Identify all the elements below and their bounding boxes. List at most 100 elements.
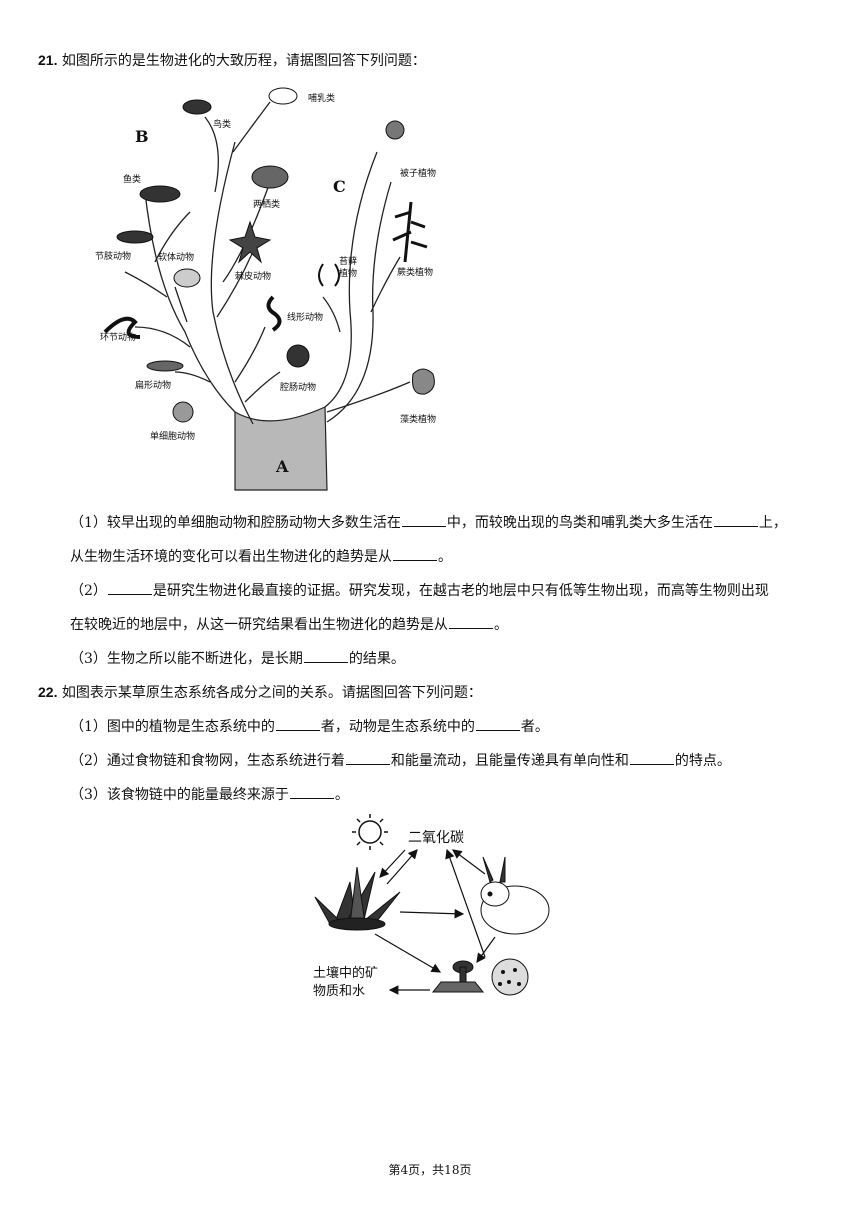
answer-blank[interactable] — [289, 784, 334, 799]
q22-part3-line: （3）该食物链中的能量最终来源于。 — [70, 784, 349, 805]
roundworm-icon — [266, 295, 282, 332]
frog-icon — [251, 165, 289, 189]
q21-p1-text-b: 中，而较晚出现的鸟类和哺乳类大多生活在 — [446, 515, 713, 531]
answer-blank[interactable] — [107, 580, 152, 595]
q22-p1-text-a: （1）图中的植物是生态系统中的 — [70, 719, 275, 735]
grass-icon — [314, 866, 401, 931]
q21-p1-text-d: 从生物生活环境的变化可以看出生物进化的趋势是从 — [70, 549, 392, 565]
label-angiosperm: 被子植物 — [400, 167, 436, 179]
branch-fish — [154, 211, 191, 263]
branch-flatworm — [174, 371, 211, 383]
branch-arthropod — [124, 271, 168, 298]
q22-stem-line: 22. 如图表示某草原生态系统各成分之间的关系。请据图回答下列问题： — [38, 682, 482, 703]
branch-nematode — [234, 326, 266, 383]
moss-icon — [318, 263, 340, 287]
q21-p2-text-b: 是研究生物进化最直接的证据。研究发现，在越古老的地层中只有低等生物出现，而高等生… — [152, 583, 769, 599]
label-co2: 二氧化碳 — [408, 830, 464, 846]
mushroom-icon — [431, 960, 485, 993]
branch-mollusk — [174, 286, 188, 323]
fern-icon — [392, 201, 428, 263]
q21-stem: 如图所示的是生物进化的大致历程，请据图回答下列问题： — [61, 53, 426, 69]
q21-part2-line1: （2） 是研究生物进化最直接的证据。研究发现，在越古老的地层中只有低等生物出现，而… — [70, 580, 769, 601]
label-mammal: 哺乳类 — [308, 92, 335, 104]
arrow-rabbit-to-decomposer — [476, 936, 496, 963]
shell-icon — [173, 268, 201, 288]
letter-a: A — [275, 457, 289, 476]
q22-part2-line: （2）通过食物链和食物网，生态系统进行着 和能量流动，且能量传递具有单向性和 的特点… — [70, 750, 731, 771]
answer-blank[interactable] — [401, 512, 446, 527]
answer-blank[interactable] — [393, 546, 437, 561]
animal-trunk-right — [210, 141, 254, 425]
q22-p2-text-a: （2）通过食物链和食物网，生态系统进行着 — [70, 753, 345, 769]
answer-blank[interactable] — [475, 716, 520, 731]
answer-blank[interactable] — [303, 648, 348, 663]
q21-part1-line2: 从生物生活环境的变化可以看出生物进化的趋势是从。 — [70, 546, 452, 567]
ecosystem-figure: 二氧化碳 土壤中的矿 物质和水 — [313, 814, 550, 999]
arrow-plant-to-co2 — [386, 849, 418, 885]
sun-icon — [352, 814, 388, 850]
branch-cnidarian — [244, 371, 281, 403]
q22-stem: 如图表示某草原生态系统各成分之间的关系。请据图回答下列问题： — [61, 685, 482, 701]
answer-blank[interactable] — [713, 512, 758, 527]
bacteria-icon — [491, 958, 529, 996]
earthworm-icon — [103, 316, 141, 339]
arrow-plant-to-rabbit — [399, 908, 465, 919]
flower-icon — [385, 120, 405, 140]
q21-part2-line2: 在较晚近的地层中，从这一研究结果看出生物进化的趋势是从。 — [70, 614, 508, 635]
answer-blank[interactable] — [449, 614, 493, 629]
arrow-decomposer-to-co2 — [445, 848, 486, 958]
rabbit-icon — [268, 87, 298, 105]
q21-p3-text-a: （3）生物之所以能不断进化，是长期 — [70, 651, 303, 667]
answer-blank[interactable] — [345, 750, 390, 765]
letter-b: B — [135, 127, 149, 146]
animal-trunk-left — [144, 191, 236, 413]
tree-base — [234, 406, 328, 491]
starfish-icon — [228, 220, 272, 264]
branch-algae — [326, 381, 411, 413]
branch-bird — [204, 116, 219, 193]
q21-stem-line: 21. 如图所示的是生物进化的大致历程，请据图回答下列问题： — [38, 50, 426, 71]
q21-part1-line1: （1）较早出现的单细胞动物和腔肠动物大多数生活在 中，而较晚出现的鸟类和哺乳类大多… — [70, 512, 787, 533]
q21-p3-text-b: 的结果。 — [348, 651, 405, 667]
label-bird: 鸟类 — [213, 118, 231, 130]
branch-annelid — [134, 326, 191, 348]
plant-trunk-right — [326, 181, 392, 423]
q22-part1-line: （1）图中的植物是生态系统中的者，动物是生态系统中的者。 — [70, 716, 549, 737]
q22-p1-text-c: 者。 — [520, 719, 549, 735]
q22-p2-text-c: 的特点。 — [674, 753, 731, 769]
label-mollusk: 软体动物 — [158, 251, 194, 263]
letter-c: C — [333, 177, 346, 196]
answer-blank[interactable] — [629, 750, 674, 765]
label-protozoa: 单细胞动物 — [150, 430, 195, 442]
page-footer: 第4页，共18页 — [388, 1163, 472, 1177]
bird-icon — [182, 99, 212, 115]
label-echinoderm: 棘皮动物 — [235, 270, 271, 282]
label-moss-1: 苔藓 — [339, 255, 357, 267]
label-fern: 蕨类植物 — [397, 266, 433, 278]
answer-blank[interactable] — [275, 716, 320, 731]
branch-mammal — [232, 101, 271, 153]
plant-trunk-left — [324, 151, 378, 408]
label-fish: 鱼类 — [123, 173, 141, 185]
algae-icon — [412, 368, 435, 395]
q22-p3-text-b: 。 — [334, 787, 349, 803]
q21-number: 21. — [38, 52, 58, 68]
label-soil-2: 物质和水 — [313, 984, 365, 999]
label-cnidarian: 腔肠动物 — [280, 381, 316, 393]
label-moss-2: 植物 — [339, 267, 357, 279]
q22-p2-text-b: 和能量流动，且能量传递具有单向性和 — [390, 753, 629, 769]
amoeba-icon — [172, 401, 194, 423]
label-soil-1: 土壤中的矿 — [313, 965, 378, 981]
hydra-icon — [286, 344, 310, 368]
q22-number: 22. — [38, 684, 58, 700]
label-arthropod: 节肢动物 — [95, 250, 131, 262]
label-annelid: 环节动物 — [100, 331, 136, 343]
branch-echinoderm — [216, 246, 256, 318]
q21-p1-text-c: 上， — [758, 515, 787, 531]
q21-p2-text-d: 。 — [494, 617, 508, 633]
branch-fern — [370, 256, 401, 313]
q21-p2-text-a: （2） — [70, 583, 107, 599]
arrow-plant-to-decomposer — [374, 933, 442, 973]
q21-p1-text-a: （1）较早出现的单细胞动物和腔肠动物大多数生活在 — [70, 515, 401, 531]
label-algae: 藻类植物 — [400, 413, 436, 425]
